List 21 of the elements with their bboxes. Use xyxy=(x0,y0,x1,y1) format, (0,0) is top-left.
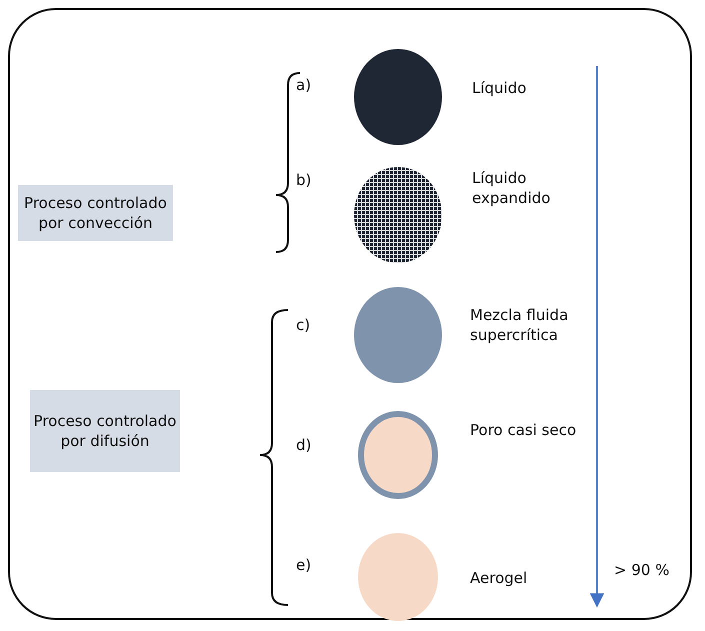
phase-label: Líquido xyxy=(472,78,528,98)
rounded-frame xyxy=(8,8,692,620)
process-box xyxy=(30,390,180,472)
phase-circle xyxy=(354,287,442,383)
phase-circle xyxy=(354,49,442,145)
percentage-label: > 90 % xyxy=(614,560,670,580)
box-label: Proceso controlado por convección xyxy=(23,192,168,234)
phase-label: Aerogel xyxy=(470,568,528,588)
box-label: Proceso controlado por difusión xyxy=(32,410,178,452)
phase-label: Poro casi seco xyxy=(470,420,578,440)
phase-circle xyxy=(354,167,442,263)
item-letter: d) xyxy=(296,435,312,456)
phase-circle xyxy=(358,533,438,621)
item-letter: a) xyxy=(296,75,312,96)
process-box xyxy=(18,185,173,241)
phase-label: Líquido expandido xyxy=(472,168,552,208)
item-letter: b) xyxy=(296,170,312,190)
item-letter: c) xyxy=(296,315,310,336)
item-letter: e) xyxy=(296,555,312,576)
phase-circle xyxy=(358,411,438,499)
phase-label: Mezcla fluida supercrítica xyxy=(470,305,570,346)
